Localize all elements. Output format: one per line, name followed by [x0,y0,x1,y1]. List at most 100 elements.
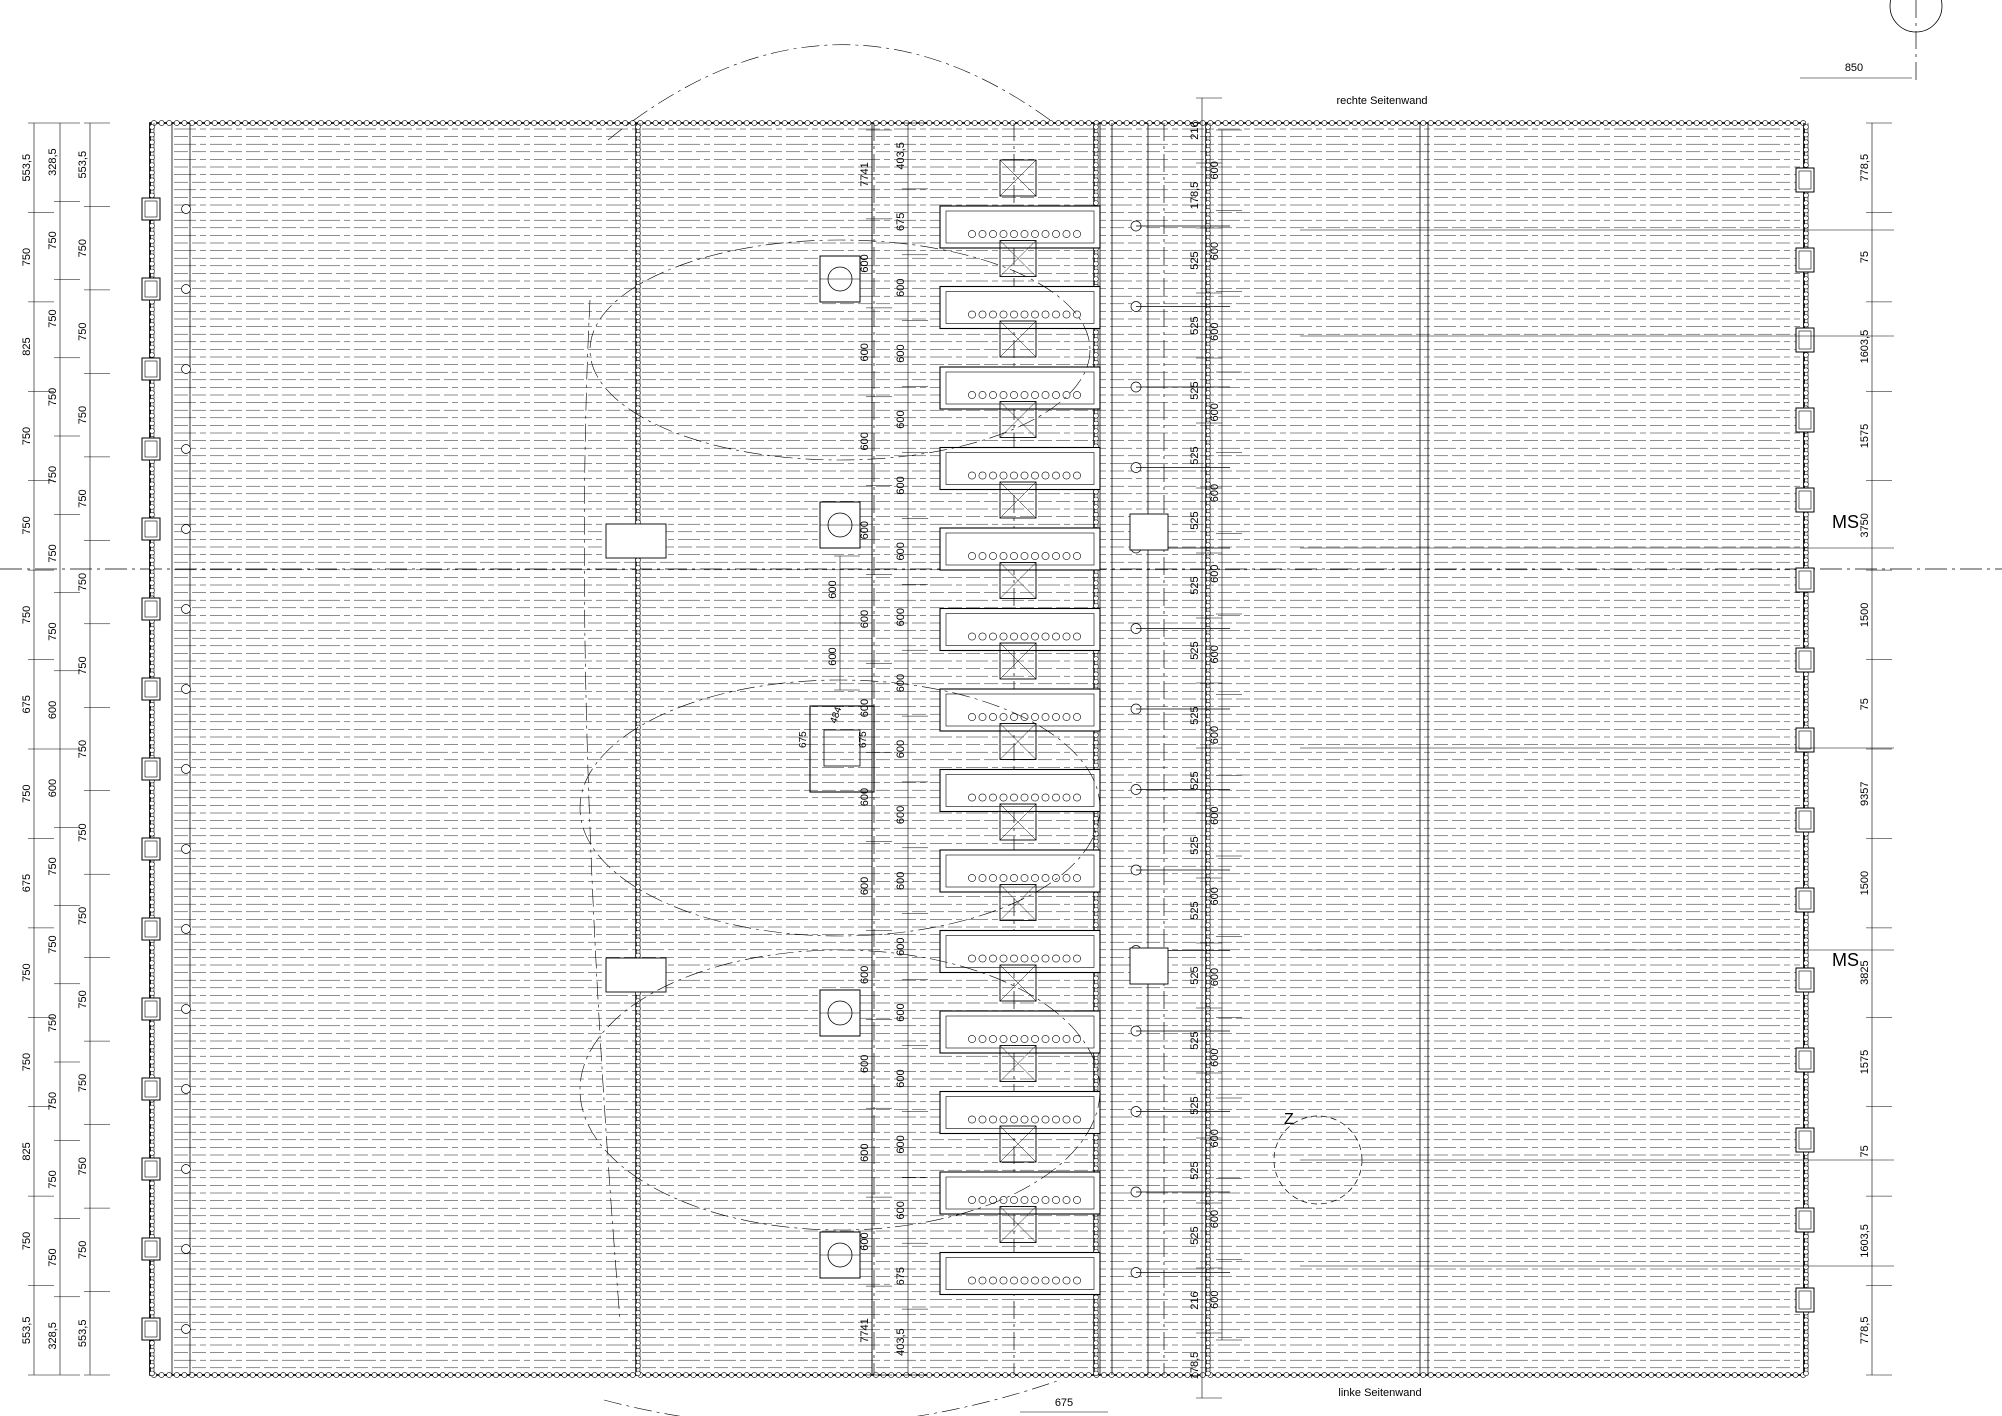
post-bead [1093,1081,1099,1088]
post-bead [635,321,641,328]
rail-bead [683,120,689,126]
dim-bottom-center: 675 [1055,1397,1073,1409]
dim-col-c-value: 178,5 [1189,182,1201,210]
post-bead [149,1150,155,1156]
rail-bead [1488,120,1495,126]
post-bead [1803,534,1809,541]
beam-bolt [1031,954,1039,963]
rail-bead [1047,1372,1054,1378]
anchor-plate-right [1795,1207,1815,1233]
rail-bead [455,1372,461,1378]
dim-col-c-value: 525 [1189,381,1201,399]
rail-bead [690,120,697,126]
rail-bead [1762,1372,1769,1378]
post-bead [1803,777,1809,784]
rail-bead [394,1372,401,1378]
rail-bead [211,1372,218,1378]
rail-bead [614,1372,621,1378]
post-bead [635,131,641,138]
anchor-plate-left [141,917,161,941]
post-bead [1803,1119,1809,1126]
dim-col-b-value: 600 [895,279,907,297]
dim-left-outer-value: 675 [21,695,33,713]
post-bead [1205,1074,1211,1080]
dim-left-inner-b-value: 750 [77,740,89,758]
beam-bolt [1010,1276,1018,1285]
rail-bead [1025,1372,1031,1378]
post-bead [1803,435,1809,442]
post-columns [141,120,1815,1378]
anchor-plate-left [141,1237,161,1261]
post-bead [149,344,155,351]
post-bead [149,337,155,343]
rail-bead [667,1372,674,1378]
beam-bolt [1020,874,1029,882]
post-bead [1205,686,1211,693]
construction-ellipse [589,239,1091,461]
post-bead [1205,838,1211,845]
beam-bolt [1010,471,1018,480]
rail-bead [1496,1372,1503,1378]
anchor-plate-left [141,357,161,381]
beam-bolt [1052,632,1060,641]
rail-bead [1739,1372,1746,1378]
dim-left-inner-b-value: 553,5 [77,1320,89,1348]
post-bead [635,261,641,267]
beam-bolt [1073,552,1081,560]
dim-left-inner-a-value: 750 [47,388,59,406]
post-bead [1205,1340,1211,1346]
rail-bead [781,1372,788,1378]
post-bead [149,633,155,639]
beam-bolt [1020,1276,1029,1285]
post-bead [1093,200,1099,206]
rail-bead [850,120,857,126]
rail-bead [994,1372,1001,1378]
rail-bead [933,120,940,126]
dim-right-value: 3825 [1859,960,1871,984]
beam-bolt [1010,874,1018,882]
post-bead [1093,1233,1099,1240]
rail-bead [1123,1372,1130,1378]
post-bead [635,169,641,176]
post-bead [635,952,641,959]
rail-bead [736,1372,743,1378]
rail-bead [675,1372,682,1378]
post-bead [1803,223,1809,229]
post-bead [635,1074,641,1080]
post-bead [149,724,155,731]
rail-bead [941,1372,948,1378]
post-bead [1093,1355,1099,1361]
beam-bolt [1020,1115,1029,1124]
rail-bead [1785,1372,1791,1378]
post-bead [1205,352,1211,358]
rail-bead [158,1372,165,1378]
post-bead [149,1028,155,1035]
post-bead [635,344,641,351]
post-bead [635,1241,641,1247]
rail-bead [401,1372,408,1378]
rail-bead [1321,120,1328,126]
beam-bolt [1020,632,1029,641]
post-bead [635,268,641,275]
rail-bead [819,1372,826,1378]
anchor-plate-inner [1798,330,1812,350]
beam-unit [939,1010,1101,1054]
post-bead [635,230,641,237]
post-bead [1205,846,1211,852]
bolt-circle [181,444,191,454]
rail-bead [1184,120,1191,126]
post-bead [1205,496,1211,503]
rail-bead [645,120,651,126]
post-bead [149,238,155,244]
post-bead [1803,1165,1809,1171]
dim-col-b-value: 600 [895,740,907,758]
post-bead [1803,162,1809,168]
rail-bead [531,120,537,126]
rail-bead [196,1372,203,1378]
rail-bead [1359,120,1366,126]
post-bead [149,329,155,335]
post-bead [1803,481,1809,487]
post-bead [149,983,155,989]
beam-bolt [1020,391,1029,399]
rail-bead [363,120,370,126]
